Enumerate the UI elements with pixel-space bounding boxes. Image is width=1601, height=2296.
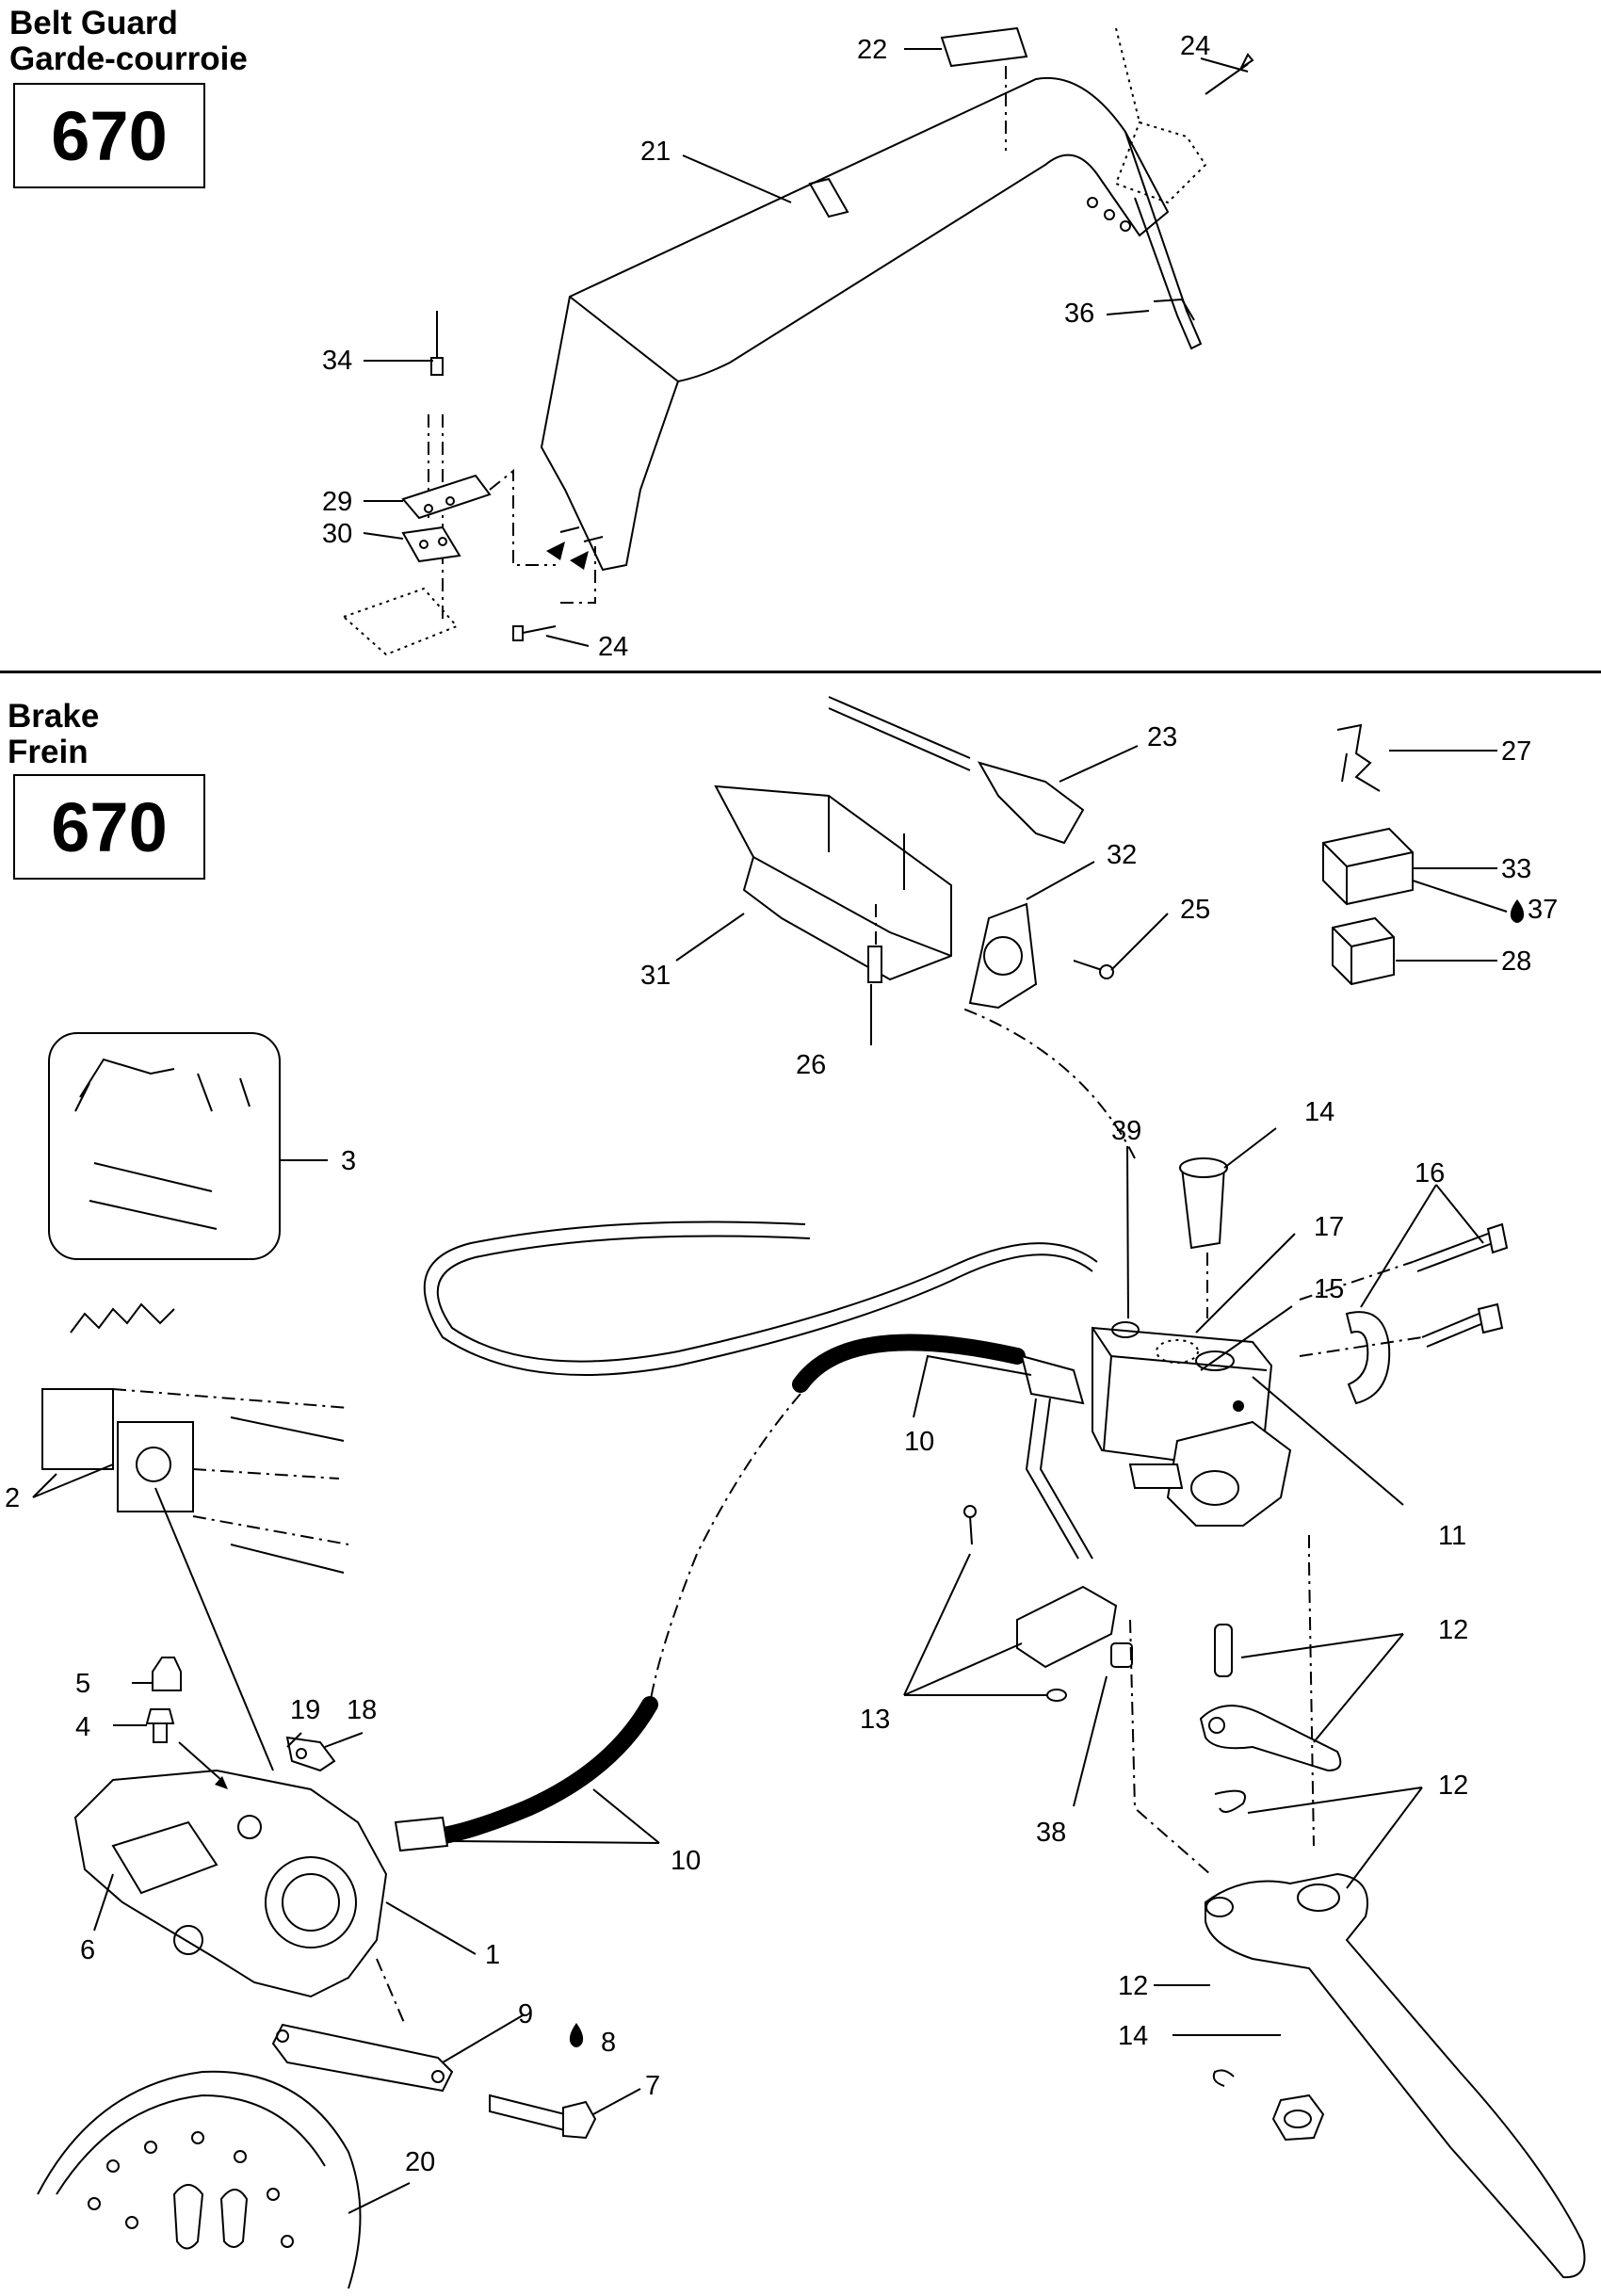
- callout-26: 26: [796, 1050, 826, 1080]
- leader-lines-brake: [32, 745, 1508, 2214]
- part-21-belt-guard: [540, 77, 1203, 572]
- callout-23: 23: [1147, 722, 1177, 752]
- callout-3: 3: [341, 1146, 356, 1176]
- belt-guard-title-fr: Garde-courroie: [9, 40, 248, 77]
- part-3-pin-kit: [48, 1032, 281, 1260]
- callout-16: 16: [1415, 1158, 1445, 1188]
- callout-12-upper: 12: [1438, 1615, 1468, 1645]
- callout-36: 36: [1064, 299, 1094, 329]
- callout-22: 22: [857, 35, 887, 65]
- brake-title: Brake Frein: [8, 699, 99, 770]
- belt-guard-title-en: Belt Guard: [9, 5, 178, 41]
- callout-29: 29: [322, 487, 352, 517]
- callout-12-middle: 12: [1438, 1771, 1468, 1801]
- part-2-brake-pads: [41, 1302, 349, 1574]
- callout-19: 19: [290, 1695, 320, 1725]
- callout-11: 11: [1438, 1521, 1466, 1551]
- callout-15: 15: [1314, 1274, 1344, 1304]
- callout-labels: 22 24 21 36 34 29 30 24 23 27 32 25 33 3…: [5, 31, 1558, 2177]
- callout-6: 6: [80, 1935, 95, 1965]
- callout-12-lower: 12: [1118, 1971, 1148, 2001]
- part-25-screw: [1073, 960, 1114, 979]
- callout-10-upper: 10: [904, 1427, 934, 1457]
- part-23-brake-switch-sensor: [828, 696, 1085, 845]
- belt-guard-page-number: 670: [13, 83, 205, 188]
- part-10-brake-hose: [394, 1221, 1098, 1852]
- part-1-brake-caliper: [73, 1769, 388, 1998]
- part-14-cap-and-nut: [1179, 1157, 1325, 2142]
- callout-32: 32: [1107, 840, 1137, 870]
- leader-lines-belt-guard: [363, 48, 1249, 647]
- brake-title-en: Brake: [8, 698, 100, 735]
- part-28-connector-cover: [1332, 916, 1395, 986]
- part-32-gasket-plate: [968, 902, 1038, 1010]
- part-13-brake-light-switch: [963, 1398, 1133, 1702]
- part-29-bracket: [401, 474, 492, 520]
- callout-10-lower: 10: [671, 1846, 701, 1876]
- part-20-brake-disc: [37, 1958, 406, 2289]
- callout-7: 7: [645, 2071, 660, 2101]
- part-18-19-banjo-fitting: [285, 1736, 336, 1772]
- callout-18: 18: [347, 1695, 377, 1725]
- part-26-set-screw: [867, 904, 882, 983]
- section-divider: [0, 671, 1601, 673]
- callout-4: 4: [75, 1712, 90, 1742]
- part-33-connector: [1322, 827, 1414, 906]
- brake-title-fr: Frein: [8, 734, 89, 770]
- part-22-decal: [940, 26, 1028, 151]
- part-17-sight-glass: [1156, 1339, 1199, 1364]
- belt-guard-title: Belt Guard Garde-courroie: [9, 6, 248, 77]
- callout-9: 9: [518, 1999, 533, 2029]
- callout-5: 5: [75, 1669, 90, 1699]
- callout-27: 27: [1501, 736, 1531, 767]
- callout-34: 34: [322, 346, 352, 376]
- callout-38: 38: [1036, 1818, 1066, 1848]
- part-34-pin: [428, 311, 444, 622]
- part-31-lever-housing: [714, 784, 952, 981]
- callout-25: 25: [1180, 895, 1210, 925]
- part-7-bolt: [489, 2094, 597, 2140]
- part-9-retaining-plate: [271, 2023, 454, 2093]
- oil-drop-icon: [569, 899, 1525, 2047]
- callout-17: 17: [1314, 1212, 1344, 1242]
- callout-14-lower: 14: [1118, 2021, 1148, 2051]
- callout-33: 33: [1501, 854, 1531, 884]
- callout-21: 21: [640, 137, 671, 167]
- part-5-bleeder-cap: [152, 1657, 182, 1691]
- callout-30: 30: [322, 519, 352, 549]
- part-24-rivet-lower: [489, 468, 596, 641]
- brake-page-number: 670: [13, 774, 205, 880]
- callout-39: 39: [1111, 1116, 1141, 1146]
- part-27-clip: [1336, 723, 1381, 792]
- callout-1: 1: [485, 1940, 500, 1970]
- callout-24-lower: 24: [598, 632, 628, 662]
- callout-24-upper: 24: [1180, 31, 1210, 61]
- callout-37: 37: [1528, 895, 1558, 925]
- part-15-16-clamp-and-screws: [1299, 1222, 1509, 1405]
- callout-13: 13: [860, 1705, 890, 1735]
- callout-31: 31: [640, 961, 671, 991]
- part-11-master-cylinder: [1092, 1321, 1292, 1527]
- callout-8: 8: [601, 2028, 616, 2058]
- part-4-bleeder-screw: [145, 1708, 228, 1789]
- callout-28: 28: [1501, 946, 1531, 977]
- callout-20: 20: [405, 2147, 435, 2177]
- part-36-guard-clip: [1153, 298, 1195, 321]
- callout-2: 2: [5, 1483, 20, 1513]
- part-12-pivot-and-lever: [1129, 1535, 1586, 2279]
- callout-14-upper: 14: [1304, 1097, 1334, 1127]
- part-30-plate: [342, 525, 461, 656]
